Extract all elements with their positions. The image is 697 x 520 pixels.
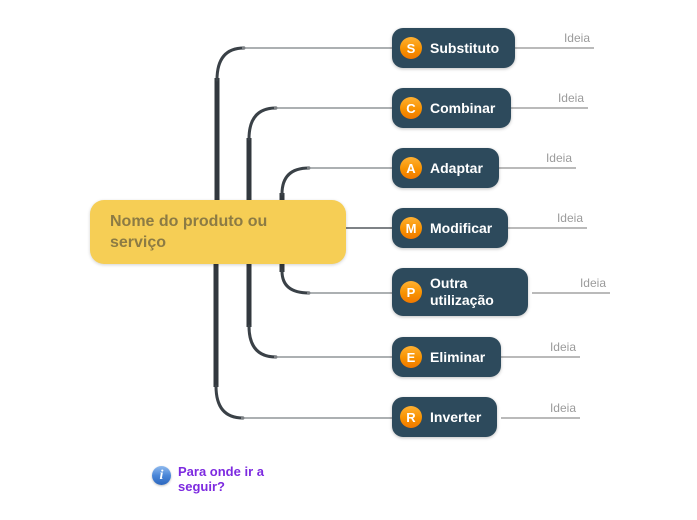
letter-badge-icon: P xyxy=(400,281,422,303)
idea-placeholder-eliminar[interactable]: Ideia xyxy=(549,340,576,354)
info-icon[interactable]: i xyxy=(152,466,171,485)
idea-placeholder-substituto[interactable]: Ideia xyxy=(563,31,590,45)
topic-label: Outra utilização xyxy=(430,275,494,308)
connector-combinar-bend xyxy=(247,106,278,141)
connector-adaptar-bend xyxy=(280,166,311,196)
topic-adaptar[interactable]: A Adaptar xyxy=(392,148,499,188)
topic-label: Adaptar xyxy=(430,159,483,176)
idea-placeholder-modificar[interactable]: Ideia xyxy=(556,211,583,225)
root-topic[interactable]: Nome do produto ou serviço xyxy=(90,200,346,264)
note-topic[interactable]: i Para onde ir a seguir? xyxy=(152,464,274,494)
topic-label: Combinar xyxy=(430,99,496,116)
topic-eliminar[interactable]: E Eliminar xyxy=(392,337,502,377)
topic-substituto[interactable]: S Substituto xyxy=(392,28,516,68)
note-text: Para onde ir a seguir? xyxy=(178,464,264,494)
connector-outra-bend xyxy=(280,269,311,295)
topic-outra-utilizacao[interactable]: P Outra utilização xyxy=(392,268,528,316)
connector-inverter-bend xyxy=(214,384,245,420)
connector-eliminar-bend xyxy=(247,324,278,359)
letter-badge-icon: C xyxy=(400,97,422,119)
idea-placeholder-inverter[interactable]: Ideia xyxy=(549,401,576,415)
letter-badge-icon: M xyxy=(400,217,422,239)
idea-placeholder-adaptar[interactable]: Ideia xyxy=(545,151,572,165)
topic-label: Modificar xyxy=(430,219,493,236)
idea-placeholder-outra[interactable]: Ideia xyxy=(579,276,606,290)
letter-badge-icon: E xyxy=(400,346,422,368)
topic-modificar[interactable]: M Modificar xyxy=(392,208,509,248)
idea-placeholder-combinar[interactable]: Ideia xyxy=(557,91,584,105)
letter-badge-icon: S xyxy=(400,37,422,59)
topic-label: Substituto xyxy=(430,39,500,56)
topic-combinar[interactable]: C Combinar xyxy=(392,88,512,128)
root-topic-label: Nome do produto ou serviço xyxy=(110,213,268,251)
topic-label: Inverter xyxy=(430,408,482,425)
topic-inverter[interactable]: R Inverter xyxy=(392,397,498,437)
connector-substituto-bend xyxy=(215,46,246,82)
topic-label: Eliminar xyxy=(430,348,486,365)
letter-badge-icon: R xyxy=(400,406,422,428)
letter-badge-icon: A xyxy=(400,157,422,179)
